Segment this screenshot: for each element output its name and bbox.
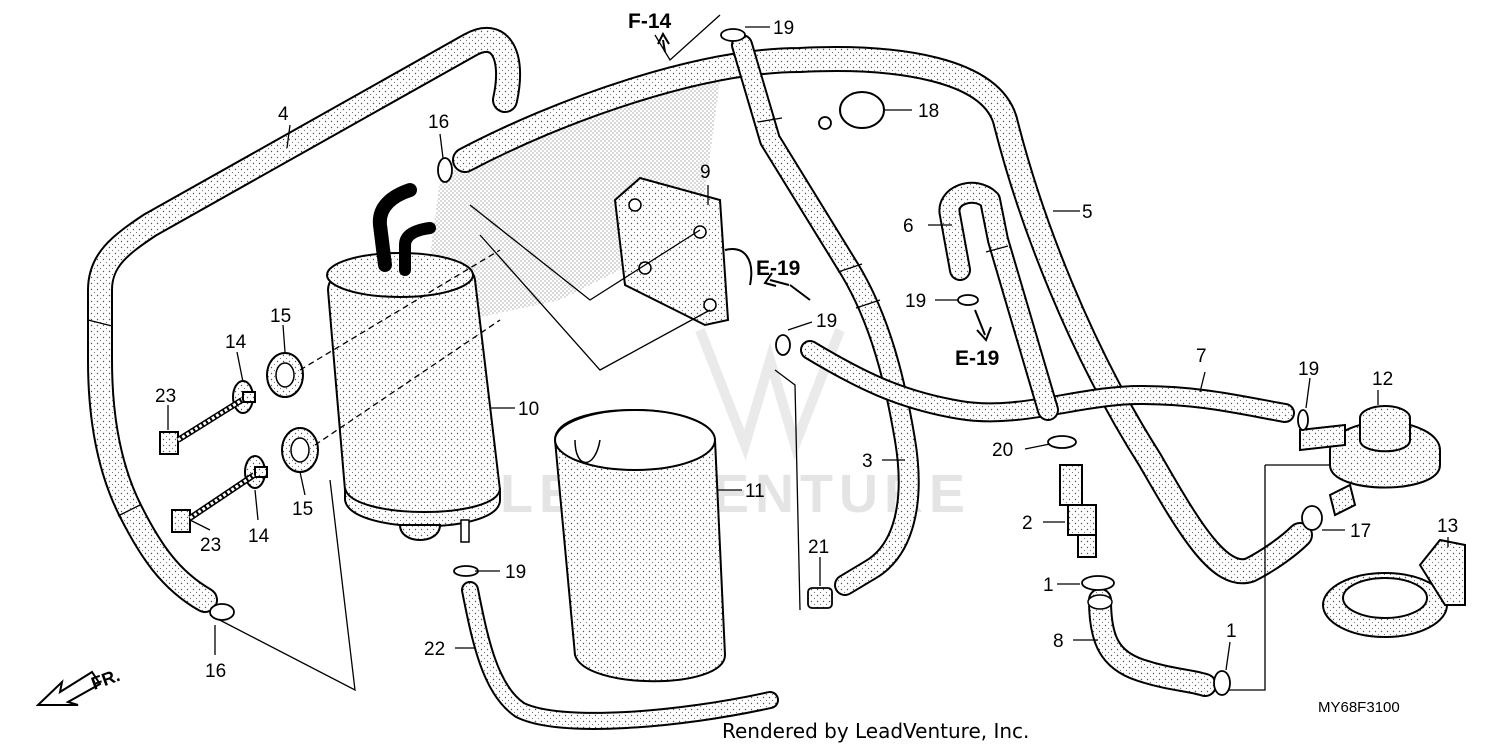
bracket-9[interactable]	[613, 176, 753, 327]
callout-21: 21	[808, 537, 829, 558]
callout-23-upper: 23	[155, 386, 176, 407]
hose-3[interactable]	[731, 34, 920, 596]
callout-19-top: 19	[773, 18, 794, 39]
ref-e19-lower[interactable]: E-19	[955, 347, 999, 370]
collar-14-lower[interactable]	[244, 455, 268, 489]
callout-9: 9	[700, 162, 711, 183]
callout-7: 7	[1196, 346, 1207, 367]
ref-f14[interactable]: F-14	[628, 10, 672, 33]
hose-22[interactable]	[461, 581, 779, 730]
clamp-19-e19[interactable]	[957, 294, 979, 306]
clamp-16-lower[interactable]	[209, 603, 235, 621]
callout-8: 8	[1053, 631, 1064, 652]
callout-19-e19: 19	[905, 291, 926, 312]
ref-e19-upper[interactable]: E-19	[756, 257, 800, 280]
callout-19-mid: 19	[816, 311, 837, 332]
bolt-23-lower[interactable]	[171, 472, 256, 533]
callout-labels: 4 5 6 7 9 10 11 12 13 16 16 18 19 19 19 …	[155, 18, 1458, 682]
front-arrow-icon	[35, 670, 102, 706]
callout-2: 2	[1022, 513, 1033, 534]
render-credit: Rendered by LeadVenture, Inc.	[722, 719, 1029, 743]
clamp-21[interactable]	[807, 587, 833, 609]
callout-6: 6	[903, 216, 914, 237]
hose-8[interactable]	[1087, 588, 1217, 697]
clamp-19-bottom[interactable]	[453, 565, 479, 577]
clamp-19-right[interactable]	[1297, 409, 1309, 431]
clamp-16-upper[interactable]	[437, 157, 453, 183]
callout-15-upper: 15	[270, 306, 291, 327]
front-direction: FR.	[35, 665, 123, 706]
diagram-code: MY68F3100	[1318, 699, 1400, 716]
frame-shading	[420, 80, 720, 330]
joint-2[interactable]	[1059, 464, 1097, 558]
callout-19-right: 19	[1298, 359, 1319, 380]
callout-10: 10	[518, 399, 539, 420]
callout-12: 12	[1372, 369, 1393, 390]
callout-14-lower: 14	[248, 526, 270, 547]
clamp-20[interactable]	[1047, 435, 1077, 449]
callout-17: 17	[1350, 521, 1371, 542]
callout-13: 13	[1437, 516, 1458, 537]
hose-4[interactable]	[87, 26, 522, 613]
front-label: FR.	[89, 665, 123, 694]
callout-11: 11	[745, 481, 765, 502]
hose-5[interactable]	[452, 46, 1313, 585]
grommet-15-upper[interactable]	[266, 352, 304, 398]
section-references: F-14 E-19 E-19	[628, 10, 999, 370]
clamp-1-lower[interactable]	[1213, 670, 1231, 696]
assembly-lines	[209, 14, 1330, 692]
clamp-17[interactable]	[1301, 505, 1323, 531]
callout-16-lower: 16	[205, 661, 226, 682]
callout-3: 3	[862, 451, 873, 472]
collar-14-upper[interactable]	[232, 380, 256, 414]
clamp-1-upper[interactable]	[1081, 575, 1115, 591]
callout-19-bottom: 19	[505, 562, 526, 583]
band-11[interactable]	[553, 409, 727, 683]
callout-14-upper: 14	[225, 332, 247, 353]
callout-20: 20	[992, 440, 1013, 461]
callout-1-lower: 1	[1226, 621, 1237, 642]
leader-lines	[167, 26, 1449, 671]
callout-22: 22	[424, 639, 445, 660]
clamp-19-top[interactable]	[720, 28, 746, 42]
callout-1-upper: 1	[1043, 575, 1054, 596]
callout-4: 4	[278, 104, 289, 125]
clamp-19-mid[interactable]	[775, 334, 791, 356]
holder-13[interactable]	[1322, 538, 1466, 638]
callout-23-lower: 23	[200, 535, 221, 556]
clip-18[interactable]	[818, 91, 885, 130]
valve-12[interactable]	[1299, 405, 1441, 517]
callout-16-upper: 16	[428, 112, 449, 133]
canister-10[interactable]	[326, 183, 502, 543]
hose-6[interactable]	[938, 181, 1059, 421]
callout-18: 18	[918, 101, 939, 122]
callout-15-lower: 15	[292, 499, 313, 520]
bolt-23-upper[interactable]	[159, 397, 244, 455]
callout-5: 5	[1082, 202, 1093, 223]
grommet-15-lower[interactable]	[281, 427, 319, 473]
